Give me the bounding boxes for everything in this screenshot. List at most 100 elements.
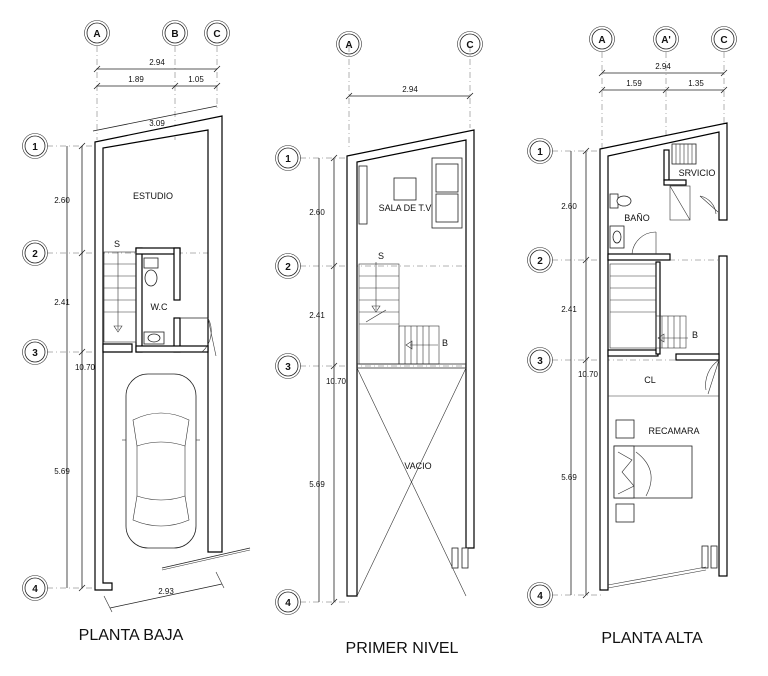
svg-text:2.94: 2.94 [655, 62, 671, 71]
grid-bubble-a: A [589, 26, 615, 52]
grid-bubble-c: C [204, 20, 230, 46]
svg-text:2.94: 2.94 [149, 58, 165, 67]
grid-bubble-3: 3 [22, 339, 48, 365]
interior-wall-left [102, 343, 133, 353]
svg-text:2: 2 [32, 249, 38, 260]
window-icon [607, 545, 718, 589]
room-label-vacio: VACIO [404, 461, 431, 471]
svg-text:3: 3 [285, 362, 291, 373]
car-icon [122, 373, 200, 549]
grid-bubble-1: 1 [275, 145, 301, 171]
plan-title: PLANTA BAJA [79, 627, 184, 644]
svg-text:3: 3 [32, 348, 38, 359]
water-heater-icon [671, 143, 697, 165]
wc-wall-top [135, 247, 181, 255]
grid-bubble-1: 1 [22, 133, 48, 159]
staircase: S [103, 239, 137, 343]
staircase: S B [358, 251, 448, 365]
svg-text:2.94: 2.94 [402, 85, 418, 94]
svg-text:5.69: 5.69 [561, 473, 577, 482]
svg-text:4: 4 [537, 591, 543, 602]
exterior-wall [599, 122, 728, 591]
dimension-side-overall: 10.70 [318, 158, 347, 602]
grid-bubble-a-prime: A' [653, 26, 679, 52]
svg-text:1: 1 [32, 142, 38, 153]
room-label-bano: BAÑO [624, 213, 650, 223]
wc-wall-right-top [173, 247, 181, 301]
toilet-icon [609, 193, 632, 209]
plan-planta-alta: A A' C 1 2 3 4 2.94 [527, 26, 737, 647]
bed-icon [613, 419, 693, 523]
svg-text:4: 4 [285, 598, 291, 609]
wc-wall-left [135, 247, 143, 353]
svg-text:1.05: 1.05 [188, 75, 204, 84]
plan-title: PLANTA ALTA [601, 630, 703, 647]
door-swing-service [699, 195, 719, 215]
stair-wall [655, 261, 661, 355]
room-label-sala-tv: SALA DE T.V [379, 203, 432, 213]
dimension-bottom: 2.93 [103, 571, 225, 613]
dimension-side-segments: 2.60 2.41 5.69 [54, 142, 86, 592]
door-swing-bedroom [705, 359, 720, 395]
svg-text:A: A [93, 29, 100, 40]
plan-title: PRIMER NIVEL [346, 640, 459, 657]
grid-bubble-4: 4 [22, 575, 48, 601]
svg-text:B: B [171, 29, 178, 40]
svg-text:S: S [378, 251, 384, 261]
grid-bubble-c: C [457, 31, 483, 57]
dimension-top-overall: 2.94 [345, 85, 474, 100]
svg-text:1.59: 1.59 [626, 79, 642, 88]
svg-text:B: B [692, 330, 698, 340]
svg-text:1: 1 [285, 154, 291, 165]
room-label-recamara: RECAMARA [648, 426, 699, 436]
svg-text:4: 4 [32, 584, 38, 595]
dimension-top-overall: 2.94 [93, 58, 221, 73]
svg-text:2.60: 2.60 [54, 196, 70, 205]
svg-text:5.69: 5.69 [54, 467, 70, 476]
service-wall-left [663, 149, 670, 181]
grid-bubble-2: 2 [22, 240, 48, 266]
svg-text:2.41: 2.41 [309, 311, 325, 320]
exterior-wall [346, 129, 475, 597]
grid-bubble-4: 4 [527, 582, 553, 608]
plan-planta-baja: A B C 1 2 3 4 2.94 [22, 20, 251, 644]
door-swing-bath [631, 231, 657, 255]
svg-text:10.70: 10.70 [75, 363, 96, 372]
door-swing [180, 317, 217, 357]
bath-wall-bottom [607, 253, 671, 261]
svg-text:2.60: 2.60 [309, 208, 325, 217]
svg-text:3.09: 3.09 [149, 119, 165, 128]
svg-text:A: A [598, 35, 605, 46]
wc-wall-bottom [135, 345, 209, 353]
svg-text:B: B [442, 338, 448, 348]
exterior-wall [94, 115, 223, 591]
svg-text:1: 1 [537, 147, 543, 158]
dimension-top-split: 1.89 1.05 [93, 75, 221, 90]
coffee-table-icon [393, 177, 417, 201]
service-wall-bottom [663, 179, 687, 186]
dimension-top-overall: 2.94 [598, 62, 728, 77]
svg-text:1.89: 1.89 [128, 75, 144, 84]
window-icon [451, 547, 469, 569]
grid-bubble-2: 2 [275, 253, 301, 279]
dimension-side-overall: 10.70 [66, 146, 96, 588]
toilet-icon [143, 257, 159, 287]
svg-text:10.70: 10.70 [326, 377, 347, 386]
gate-line [161, 547, 251, 569]
room-label-servicio: SRVICIO [679, 168, 716, 178]
sink-icon [609, 225, 625, 249]
sink-icon [143, 331, 165, 345]
svg-text:A: A [345, 40, 352, 51]
svg-text:C: C [466, 40, 473, 51]
svg-text:C: C [213, 29, 220, 40]
exterior-wall-lower-right [718, 255, 728, 577]
room-label-wc: W.C [151, 302, 168, 312]
grid-bubble-c: C [711, 26, 737, 52]
void-cross [356, 367, 467, 597]
grid-bubble-b: B [162, 20, 188, 46]
dimension-side-overall: 10.70 [570, 151, 599, 595]
grid-bubble-1: 1 [527, 138, 553, 164]
dimension-top-split: 1.59 1.35 [598, 79, 728, 94]
svg-text:S: S [114, 239, 120, 249]
